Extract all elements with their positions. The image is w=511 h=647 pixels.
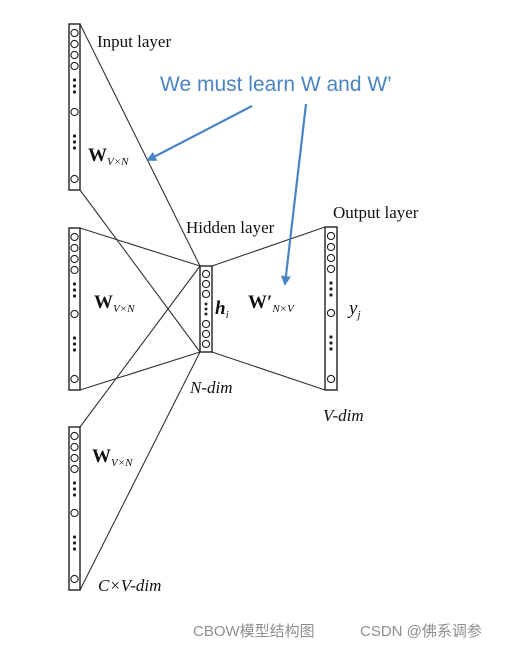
w-label-3: WV×N (92, 446, 133, 469)
input1-hidden-top (79, 23, 201, 267)
output-layer-label: Output layer (333, 203, 419, 222)
h-subscript: i (226, 309, 229, 321)
w-prime-symbol: W′ (248, 292, 272, 313)
input2-hidden-bottom (79, 351, 201, 391)
hidden-vector (199, 265, 213, 353)
output-vector (324, 226, 338, 391)
hidden-layer-label: Hidden layer (186, 218, 275, 237)
y-symbol: y (347, 298, 358, 319)
connections (79, 23, 326, 591)
w-prime-subscript: N×V (271, 303, 295, 315)
hidden-output-bottom (211, 351, 326, 391)
annotation-arrow-to-w (146, 105, 253, 161)
input1-hidden-bottom (79, 189, 201, 353)
n-dim-label: N-dim (189, 378, 233, 397)
w-subscript: V×N (113, 303, 135, 315)
w-subscript: V×N (107, 156, 129, 168)
hidden-output-top (211, 226, 326, 267)
annotation-text: We must learn W and W’ (160, 73, 392, 96)
input-layer-label: Input layer (97, 32, 171, 51)
w-subscript: V×N (111, 457, 133, 469)
w-symbol: W (88, 145, 107, 166)
w-label-2: WV×N (94, 292, 135, 315)
w-symbol: W (94, 292, 113, 313)
source-watermark: CSDN @佛系调参 (360, 623, 482, 640)
y-label: yj (347, 298, 361, 321)
h-label: hi (215, 298, 229, 321)
w-label-1: WV×N (88, 145, 129, 168)
v-dim-label: V-dim (323, 406, 364, 425)
w-prime-label: W′N×V (248, 292, 295, 315)
input-vector-1 (68, 23, 81, 191)
w-symbol: W (92, 446, 111, 467)
input3-hidden-bottom (79, 351, 201, 591)
y-subscript: j (355, 309, 360, 321)
annotation-arrow-to-w-prime (280, 103, 308, 286)
figure-caption: CBOW模型结构图 (193, 623, 315, 640)
input3-hidden-top (79, 265, 201, 428)
h-symbol: h (215, 298, 226, 319)
cv-dim-label: C×V-dim (98, 576, 161, 595)
input-vector-3 (68, 426, 81, 591)
input2-hidden-top (79, 227, 201, 267)
input-vector-2 (68, 227, 81, 391)
